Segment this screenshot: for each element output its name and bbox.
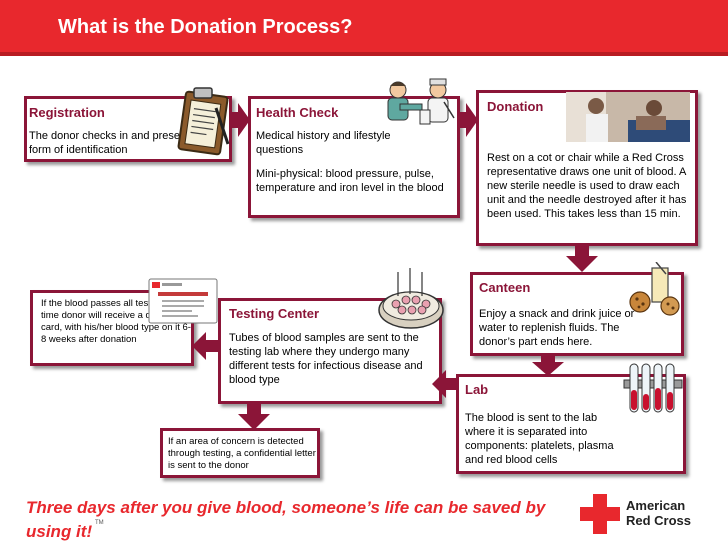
arrow-testing-center-to-concern — [238, 402, 270, 430]
testing-center-box: Testing Center Tubes of blood samples ar… — [218, 298, 442, 404]
arrow-canteen-to-lab — [532, 354, 564, 376]
tagline: Three days after you give blood, someone… — [26, 498, 546, 541]
concern-box: If an area of concern is detected throug… — [160, 428, 320, 478]
doctor-patient-icon — [387, 78, 455, 125]
sample-tray-icon — [378, 268, 444, 329]
title-bar-shadow — [0, 52, 728, 56]
testing-center-heading: Testing Center — [229, 306, 320, 321]
canteen-heading: Canteen — [479, 280, 531, 295]
arrow-health-check-to-donation — [458, 103, 478, 137]
arrow-registration-to-health-check — [230, 103, 250, 137]
health-check-text-physical: Mini-physical: blood pressure, pulse, te… — [256, 168, 444, 194]
page-title: What is the Donation Process? — [58, 16, 353, 38]
logo-text: American Red Cross — [626, 498, 691, 528]
canteen-box: Canteen Enjoy a snack and drink juice or… — [470, 272, 684, 356]
donor-card-icon — [148, 278, 218, 324]
title-bar: What is the Donation Process? — [0, 0, 728, 56]
red-cross-icon — [580, 494, 620, 534]
trademark: TM — [95, 520, 104, 526]
donation-heading: Donation — [487, 99, 544, 114]
registration-text: The donor checks in and presents a form … — [29, 130, 204, 156]
arrow-testing-center-to-donor-card — [192, 332, 218, 360]
logo-line-american: American — [626, 498, 686, 513]
lab-text: The blood is sent to the lab where it is… — [465, 412, 614, 466]
clipboard-icon — [177, 87, 230, 156]
donation-text: Rest on a cot or chair while a Red Cross… — [487, 152, 687, 220]
health-check-heading: Health Check — [256, 105, 339, 120]
testing-center-text: Tubes of blood samples are sent to the t… — [229, 332, 423, 386]
canteen-text: Enjoy a snack and drink juice or water t… — [479, 308, 635, 348]
logo-line-red-cross: Red Cross — [626, 513, 692, 528]
donor-card-text: If the blood passes all tests, a first t… — [41, 298, 191, 345]
concern-text: If an area of concern is detected throug… — [168, 436, 316, 471]
test-tubes-icon — [623, 363, 683, 413]
health-check-box: Health Check Medical history and lifesty… — [248, 96, 460, 218]
arrow-donation-to-canteen — [566, 244, 598, 272]
registration-heading: Registration — [29, 105, 105, 120]
lab-heading: Lab — [465, 382, 489, 397]
donation-photo — [566, 92, 690, 142]
health-check-text-history: Medical history and lifestyle questions — [256, 130, 391, 156]
snack-icon — [629, 262, 680, 316]
arrow-lab-to-testing-center — [432, 370, 458, 398]
